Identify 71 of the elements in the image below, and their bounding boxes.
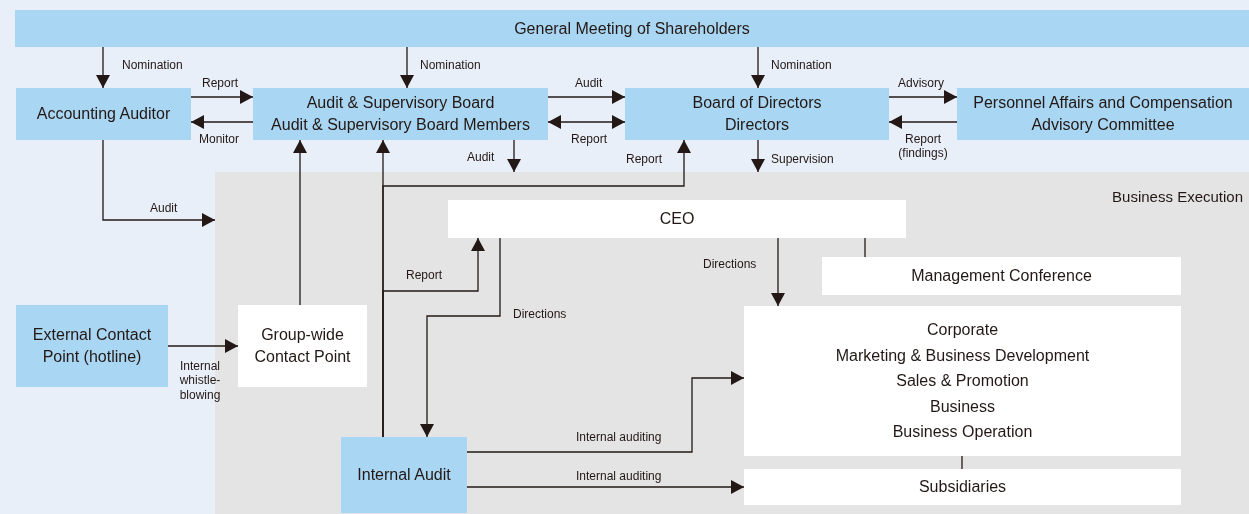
node-label: Internal Audit (357, 465, 451, 486)
edge-label: Audit (467, 150, 495, 165)
arrow (466, 371, 745, 453)
area-title: Business Execution (1112, 187, 1243, 207)
audit-box (341, 437, 467, 513)
node-label: Business (930, 396, 995, 417)
node-label: Marketing & Business Development (835, 345, 1090, 366)
edge-label: Nomination (420, 58, 481, 73)
edge-label: Directions (513, 307, 567, 322)
node-label: External Contact Point (hotline) (32, 325, 152, 367)
edge-label: Internal auditing (576, 430, 662, 445)
edge-label: Report (202, 76, 239, 91)
node-label: Group-wide Contact Point (253, 325, 352, 367)
node-label: Accounting Auditor (36, 104, 171, 125)
edge-label: Report (findings) (897, 132, 949, 161)
committee-box (957, 88, 1249, 140)
node-label: Directors (725, 115, 789, 135)
edge-label: Advisory (898, 76, 944, 91)
arrow (507, 139, 521, 173)
edge-label: Internal whistle-blowing (178, 359, 222, 403)
connector-line (961, 455, 963, 470)
edge-label: Nomination (122, 58, 183, 73)
arrow (547, 115, 626, 129)
node-label: Subsidiaries (918, 477, 1007, 498)
departments-box (744, 306, 1181, 456)
edge-label: Report (626, 152, 663, 167)
node-label: CEO (659, 209, 695, 230)
edge-label: Supervision (771, 152, 834, 167)
contact-box (238, 305, 367, 387)
arrow (293, 139, 307, 306)
arrow (751, 46, 765, 89)
edge-label: Report (406, 268, 443, 283)
edge-label: Monitor (199, 132, 239, 147)
arrow (466, 480, 745, 494)
arrow (771, 237, 785, 307)
connector-line (864, 237, 866, 258)
board-box (253, 88, 548, 140)
node-label: General Meeting of Shareholders (514, 18, 750, 39)
meeting-box (15, 10, 1249, 47)
arrow (102, 139, 216, 227)
arrow (420, 237, 501, 438)
arrow (547, 90, 626, 104)
contact-box (16, 305, 168, 387)
arrow (382, 237, 485, 438)
arrow (888, 115, 958, 129)
node-label: Audit & Supervisory Board Members (271, 115, 530, 135)
arrow (888, 90, 958, 104)
subsidiaries-box (744, 469, 1181, 505)
ceo-box (448, 200, 906, 238)
node-label: Personnel Affairs and Compensation Advisory Committee (973, 93, 1233, 135)
arrow (190, 90, 254, 104)
arrow (96, 46, 110, 89)
edge-label: Audit (575, 76, 603, 91)
edge-label: Report (571, 132, 608, 147)
edge-label: Directions (703, 257, 757, 272)
node-label: Sales & Promotion (896, 371, 1029, 392)
node-label: Management Conference (911, 266, 1092, 287)
arrow (400, 46, 414, 89)
edge-label: Nomination (771, 58, 832, 73)
arrow (190, 115, 254, 129)
node-label: Board of Directors (692, 93, 822, 114)
node-label: Business Operation (892, 422, 1033, 443)
edge-label: Audit (150, 201, 178, 216)
node-label: Audit & Supervisory Board (306, 93, 495, 114)
auditor-box (16, 88, 191, 140)
board-box (625, 88, 889, 140)
arrow (167, 339, 239, 353)
conference-box (822, 257, 1181, 295)
arrow (751, 139, 765, 173)
node-label: Corporate (926, 320, 999, 340)
edge-label: Internal auditing (576, 469, 662, 484)
